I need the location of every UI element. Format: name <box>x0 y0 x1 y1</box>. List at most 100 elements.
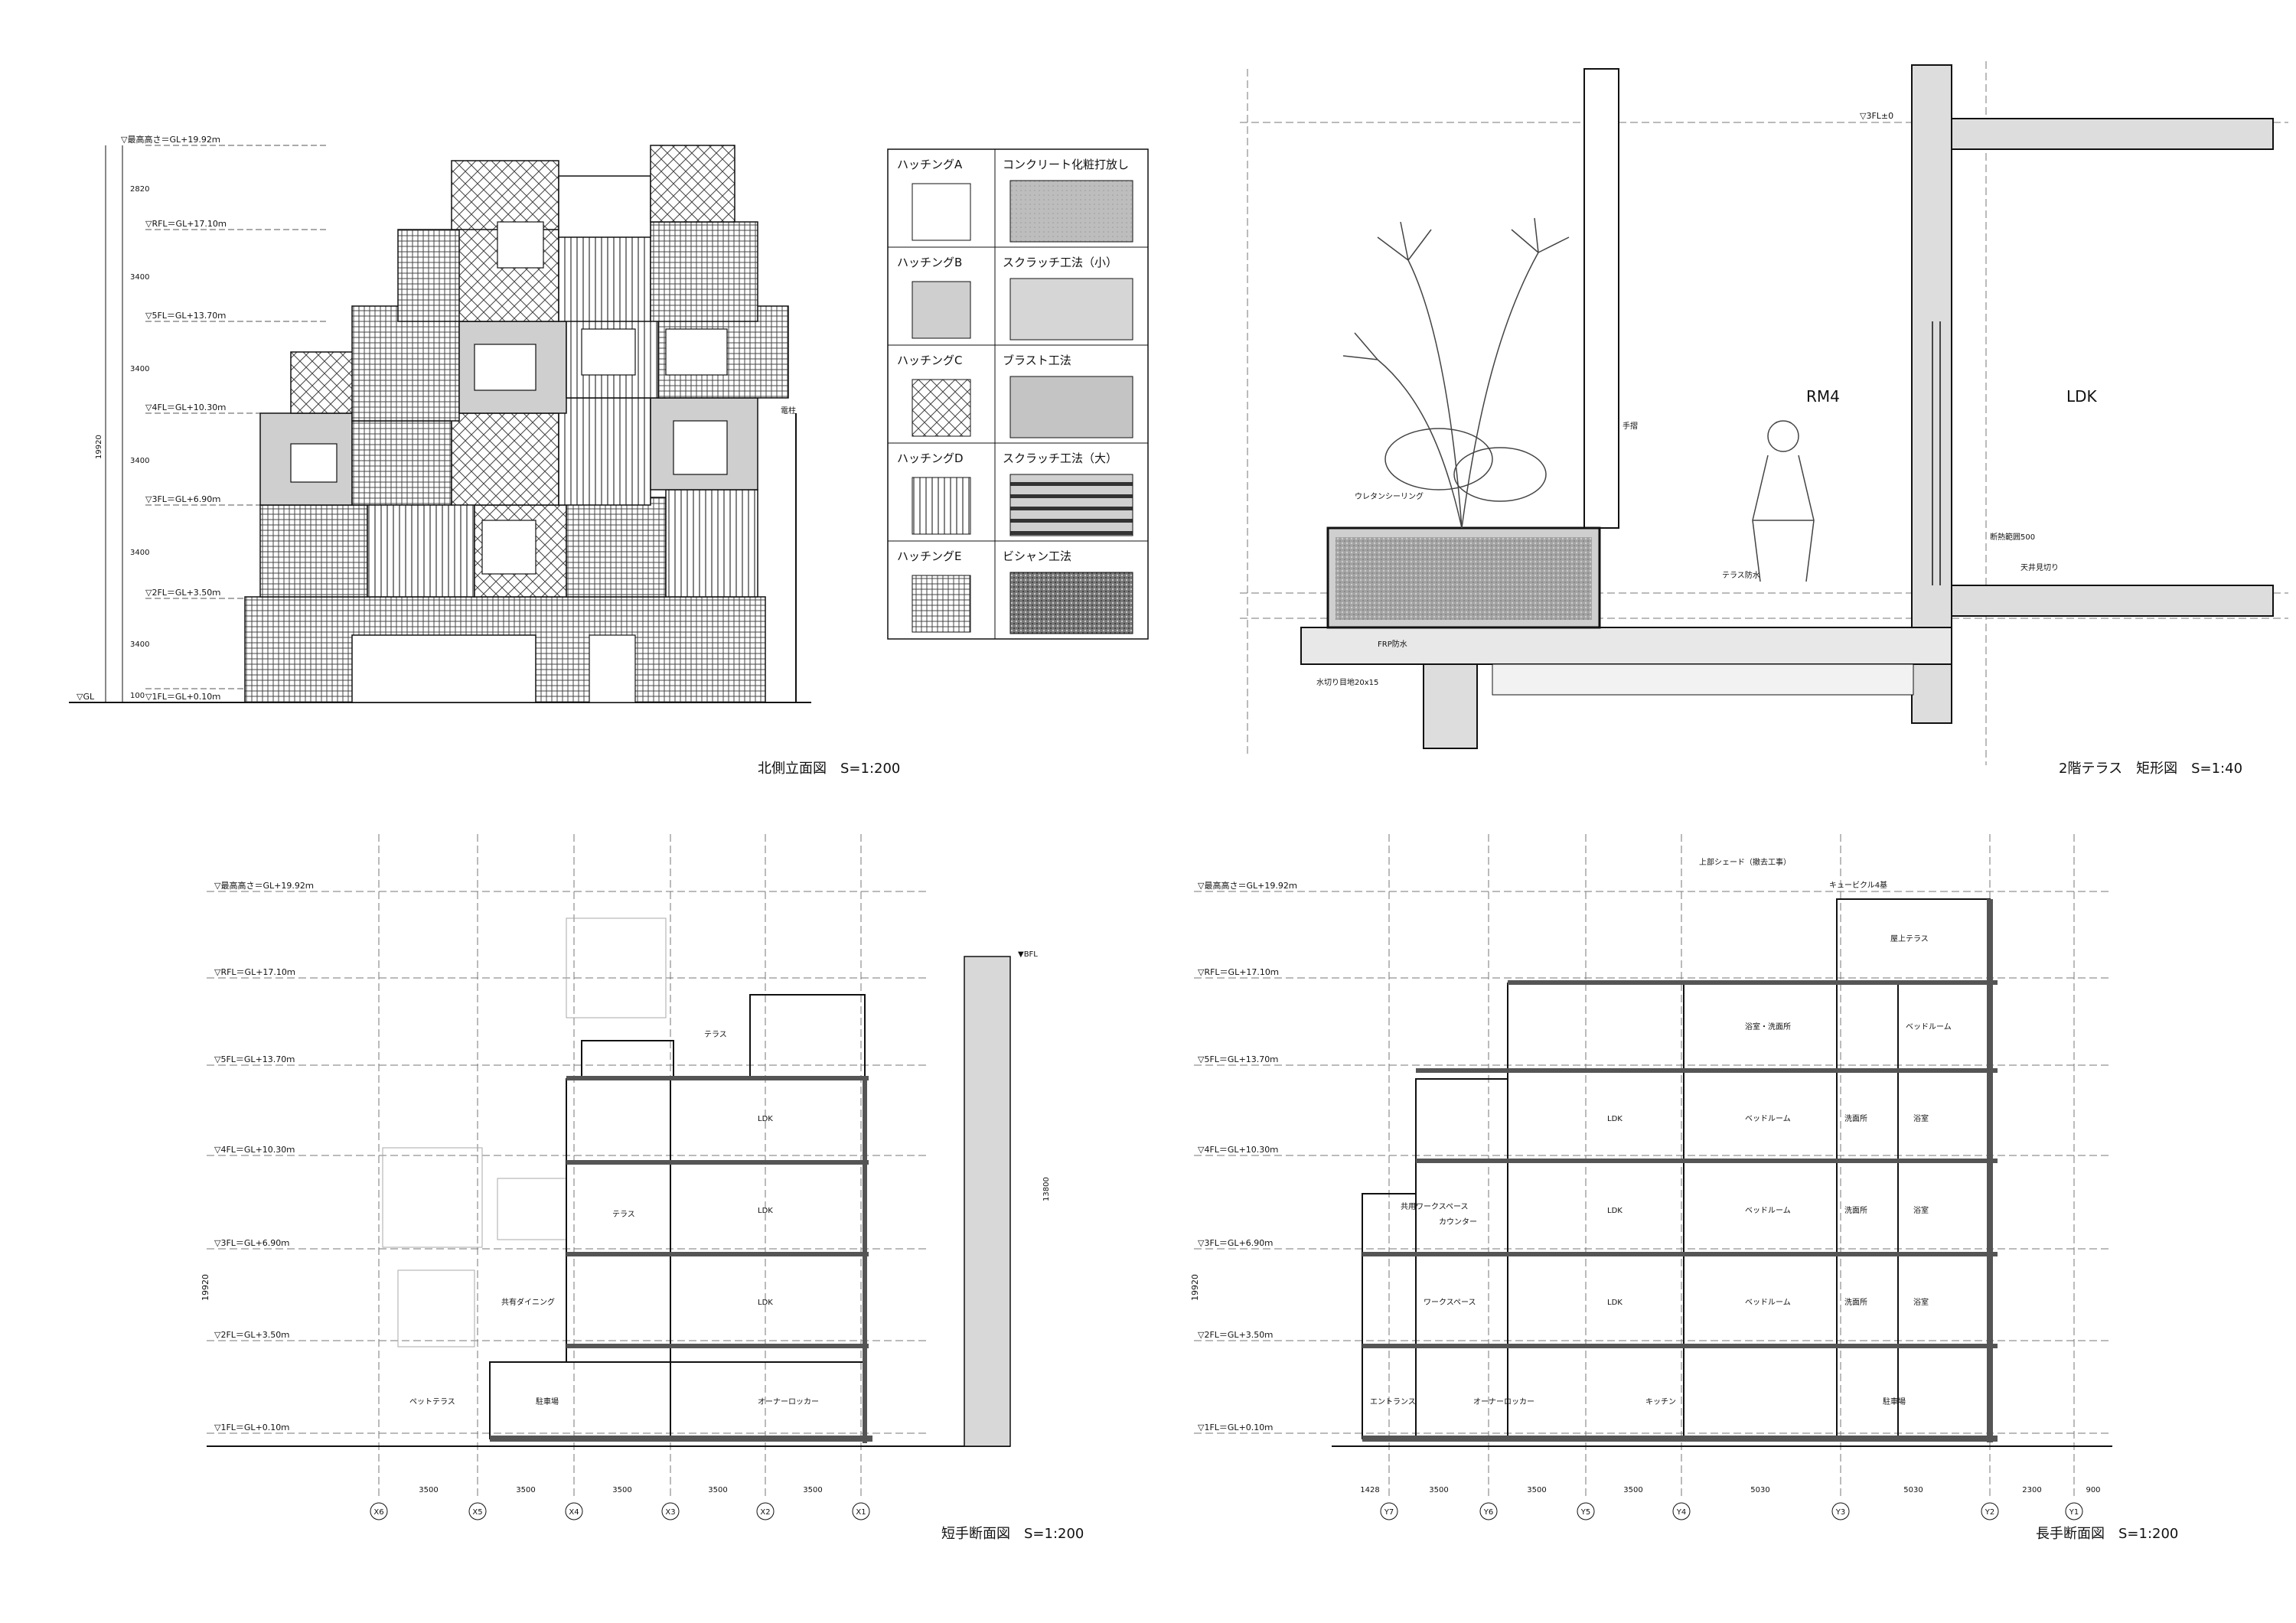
long-level-rfl: ▽RFL＝GL+17.10ｍ <box>1198 967 1279 977</box>
long-room-16: エントランス <box>1370 1397 1416 1406</box>
elev-level-1fl: ▽1FL＝GL+0.10ｍ <box>145 692 220 702</box>
elev-level-rfl: ▽RFL＝GL+17.10ｍ <box>145 219 227 229</box>
short-span-1: 3500 <box>516 1486 535 1494</box>
legend-texture-c <box>1009 376 1133 438</box>
long-span-5: 5030 <box>1903 1486 1923 1494</box>
short-span-4: 3500 <box>803 1486 822 1494</box>
north-elevation: ▽最高高さ＝GL+19.92ｍ ▽RFL＝GL+17.10ｍ ▽5FL＝GL+1… <box>69 134 900 777</box>
long-room-5: 洗面所 <box>1844 1114 1867 1123</box>
long-section-title: 長手断面図 S=1:200 <box>2036 1526 2178 1542</box>
long-room-8: ベッドルーム <box>1745 1206 1791 1215</box>
long-room-9: 洗面所 <box>1844 1206 1867 1215</box>
long-grid-2: Y5 <box>1580 1508 1590 1517</box>
elev-dim-5: 3400 <box>130 640 149 649</box>
long-room-10: 浴室 <box>1913 1205 1929 1215</box>
long-grid-3: Y4 <box>1676 1508 1686 1517</box>
elev-dim-2: 3400 <box>130 365 149 373</box>
legend-texture-d <box>1009 474 1133 536</box>
long-level-top: ▽最高高さ＝GL+19.92ｍ <box>1198 880 1297 891</box>
terrace-note-6: 水切り目地20x15 <box>1316 677 1378 687</box>
short-level-1fl: ▽1FL＝GL+0.10ｍ <box>214 1423 289 1432</box>
long-level-3fl: ▽3FL＝GL+6.90ｍ <box>1198 1238 1273 1248</box>
short-span-2: 3500 <box>612 1486 631 1494</box>
long-level-1fl: ▽1FL＝GL+0.10ｍ <box>1198 1423 1273 1432</box>
terrace-level-top: ▽3FL±0 <box>1860 111 1893 121</box>
short-grid-0: X6 <box>373 1508 383 1517</box>
short-room-0: LDK <box>758 1115 773 1123</box>
legend-hatch-b: ハッチングB <box>897 256 962 269</box>
terrace-note-0: ウレタンシーリング <box>1355 491 1424 501</box>
elev-level-3fl: ▽3FL＝GL+6.90ｍ <box>145 494 220 504</box>
terrace-note-5: 断熱範囲500 <box>1990 532 2035 542</box>
long-room-12: LDK <box>1607 1299 1623 1307</box>
elev-top-label: ▽最高高さ＝GL+19.92ｍ <box>121 134 220 145</box>
short-level-rfl: ▽RFL＝GL+17.10ｍ <box>214 967 295 977</box>
short-span-0: 3500 <box>419 1486 438 1494</box>
legend-finish-c: ブラスト工法 <box>1003 354 1071 367</box>
short-level-top: ▽最高高さ＝GL+19.92ｍ <box>214 880 314 891</box>
long-note-1: キュービクル4基 <box>1829 880 1887 890</box>
terrace-note-4: 天井見切り <box>2020 562 2059 572</box>
elev-level-5fl: ▽5FL＝GL+13.70ｍ <box>145 311 226 321</box>
long-room-20: カウンター <box>1439 1217 1477 1227</box>
legend-swatch-c <box>912 379 971 437</box>
long-grid-0: Y7 <box>1384 1508 1394 1517</box>
long-room-4: ベッドルーム <box>1745 1114 1791 1123</box>
long-room-11: ワークスペース <box>1424 1298 1476 1307</box>
long-room-18: オーナーロッカー <box>1473 1397 1534 1406</box>
terrace-section: RM4 LDK ▽3FL±0 ウレタンシーリング テラス防水 FRP防水 手摺 … <box>1240 61 2288 777</box>
short-level-5fl: ▽5FL＝GL+13.70ｍ <box>214 1054 295 1064</box>
long-room-15: 浴室 <box>1913 1297 1929 1307</box>
legend-hatch-a: ハッチングA <box>897 158 963 171</box>
legend-swatch-d <box>912 477 971 535</box>
terrace-note-3: 手摺 <box>1623 421 1638 431</box>
short-level-2fl: ▽2FL＝GL+3.50ｍ <box>214 1330 289 1340</box>
long-room-7: LDK <box>1607 1207 1623 1215</box>
elev-dim-3: 3400 <box>130 457 149 465</box>
legend-hatch-d: ハッチングD <box>897 451 964 465</box>
utility-pole-label: 電柱 <box>781 406 796 416</box>
long-room-14: 洗面所 <box>1844 1298 1867 1307</box>
legend-swatch-e <box>912 575 971 633</box>
long-room-21: 共用ワークスペース <box>1401 1202 1469 1211</box>
short-total: 19920 <box>201 1274 210 1301</box>
long-room-6: 浴室 <box>1913 1113 1929 1123</box>
elev-dim-0: 2820 <box>130 185 149 194</box>
finish-legend: ハッチングA コンクリート化粧打放し ハッチングB スクラッチ工法（小） ハッチ… <box>887 148 1149 640</box>
long-span-0: 1428 <box>1360 1486 1379 1494</box>
short-grid-2: X4 <box>569 1508 579 1517</box>
short-grid-1: X5 <box>472 1508 482 1517</box>
long-room-1: 浴室・洗面所 <box>1745 1022 1791 1031</box>
terrace-note-2: FRP防水 <box>1378 639 1407 649</box>
legend-swatch-b <box>912 281 971 339</box>
short-room-8: 共有ダイニング <box>501 1297 555 1307</box>
short-level-3fl: ▽3FL＝GL+6.90ｍ <box>214 1238 289 1248</box>
legend-finish-d: スクラッチ工法（大） <box>1003 451 1117 465</box>
short-section-right-dim: 13800 <box>1042 1177 1051 1201</box>
long-room-2: ベッドルーム <box>1906 1022 1952 1031</box>
legend-texture-a <box>1009 180 1133 243</box>
short-section-right-label: ▼BFL <box>1018 950 1038 959</box>
long-span-3: 3500 <box>1623 1486 1642 1494</box>
short-level-4fl: ▽4FL＝GL+10.30ｍ <box>214 1145 295 1155</box>
terrace-section-title: 2階テラス 矩形図 S=1:40 <box>2059 761 2242 777</box>
elev-total: 19920 <box>95 435 103 459</box>
elev-dim-4: 3400 <box>130 549 149 557</box>
short-section: ▼BFL 13800 LDK LDK LDK 駐車場 オーナーロッカー テラス … <box>201 834 1084 1542</box>
short-room-1: LDK <box>758 1207 773 1215</box>
short-room-3: 駐車場 <box>536 1396 559 1406</box>
legend-hatch-c: ハッチングC <box>897 354 962 367</box>
long-span-1: 3500 <box>1429 1486 1448 1494</box>
elev-dim-6: 100 <box>130 692 145 700</box>
elev-gl-label: ▽GL <box>77 692 95 702</box>
legend-finish-b: スクラッチ工法（小） <box>1003 256 1117 269</box>
terrace-note-1: テラス防水 <box>1722 570 1760 580</box>
long-level-5fl: ▽5FL＝GL+13.70ｍ <box>1198 1054 1278 1064</box>
short-room-2: LDK <box>758 1299 773 1307</box>
elev-level-2fl: ▽2FL＝GL+3.50ｍ <box>145 588 220 598</box>
long-span-4: 5030 <box>1750 1486 1769 1494</box>
long-section: 屋上テラス 浴室・洗面所 ベッドルーム LDK ベッドルーム 洗面所 浴室 LD… <box>1190 834 2178 1542</box>
legend-texture-b <box>1009 278 1133 341</box>
long-span-6: 2300 <box>2022 1486 2041 1494</box>
legend-finish-a: コンクリート化粧打放し <box>1003 158 1129 171</box>
